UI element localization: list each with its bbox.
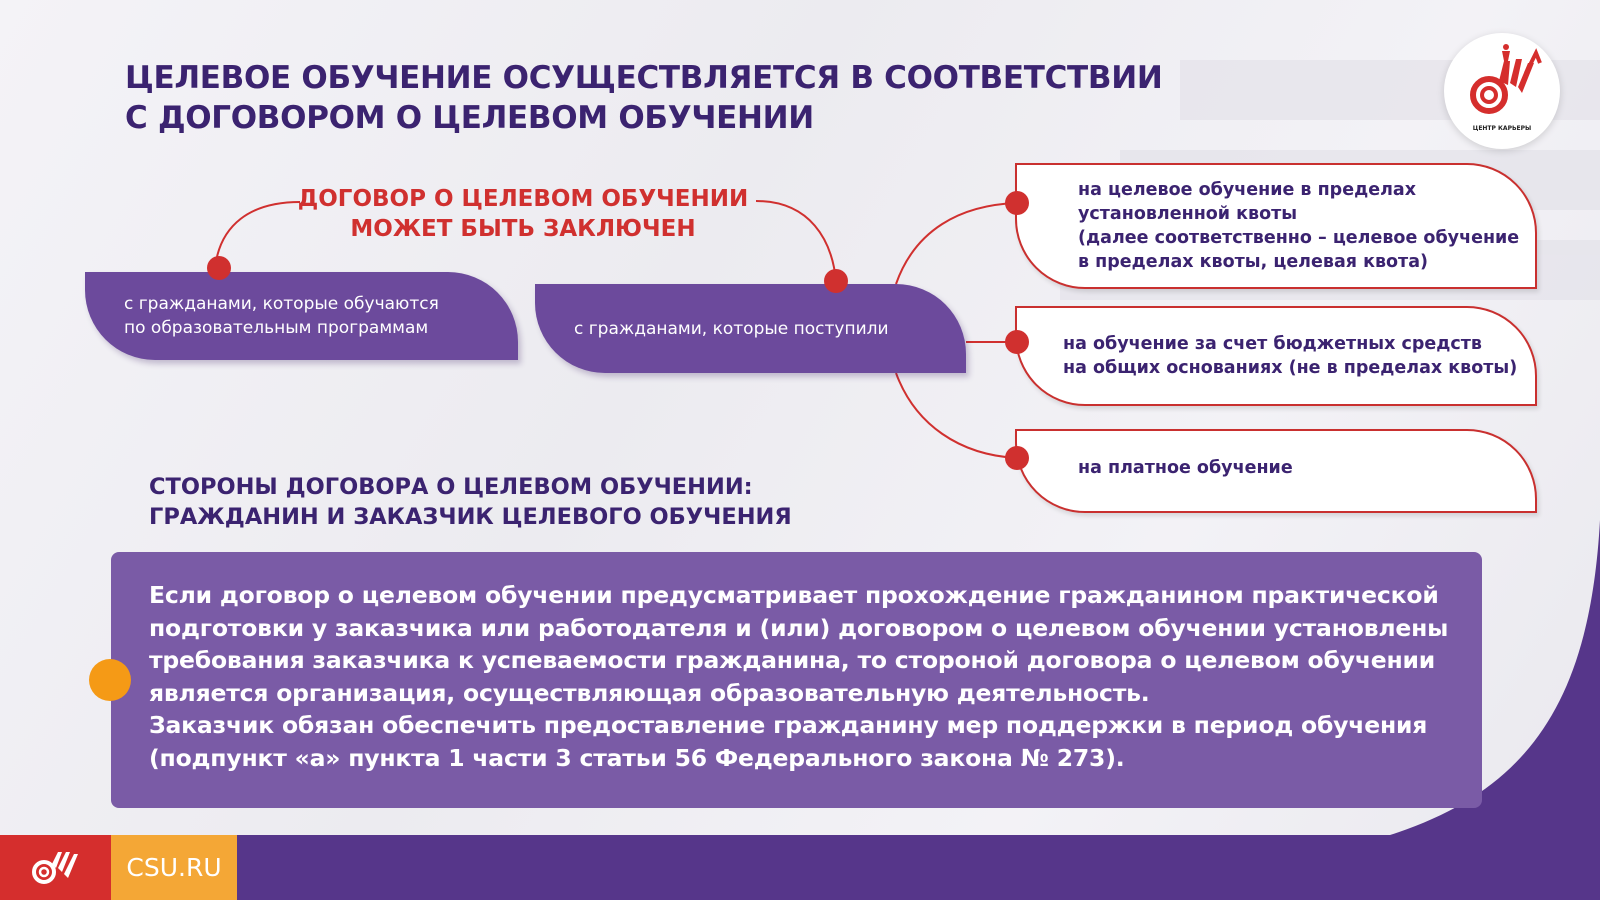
pill-enrolled-citizens: с гражданами, которые поступили bbox=[535, 284, 966, 373]
spiral-logo-icon bbox=[1470, 44, 1542, 114]
footer-logo bbox=[0, 835, 111, 900]
title-line: ЦЕЛЕВОЕ ОБУЧЕНИЕ ОСУЩЕСТВЛЯЕТСЯ В СООТВЕ… bbox=[125, 60, 1163, 96]
heading-line: СТОРОНЫ ДОГОВОРА О ЦЕЛЕВОМ ОБУЧЕНИИ: bbox=[149, 474, 753, 500]
page-title: ЦЕЛЕВОЕ ОБУЧЕНИЕ ОСУЩЕСТВЛЯЕТСЯ В СООТВЕ… bbox=[125, 58, 1163, 138]
option-dot bbox=[1005, 446, 1029, 470]
heading-line: ДОГОВОР О ЦЕЛЕВОМ ОБУЧЕНИИ bbox=[297, 186, 749, 212]
purple-swoosh bbox=[1390, 520, 1600, 835]
option-dot bbox=[1005, 330, 1029, 354]
pill-studying-citizens: с гражданами, которые обучаются по образо… bbox=[85, 272, 518, 360]
note-line: подготовки у заказчика или работодателя … bbox=[149, 613, 1449, 642]
note-line: является организация, осуществляющая обр… bbox=[149, 678, 1150, 707]
note-line: (подпункт «а» пункта 1 части 3 статьи 56… bbox=[149, 743, 1125, 772]
option-line: установленной квоты bbox=[1078, 204, 1298, 224]
connector-option-3 bbox=[895, 372, 1018, 459]
option-line: на обучение за счет бюджетных средств bbox=[1063, 334, 1482, 354]
pill-line: с гражданами, которые поступили bbox=[574, 318, 889, 339]
pill-line: по образовательным программам bbox=[124, 318, 429, 338]
option-paid: на платное обучение bbox=[1015, 429, 1537, 513]
note-line: требования заказчика к успеваемости граж… bbox=[149, 646, 1436, 674]
option-quota: на целевое обучение в пределах установлен… bbox=[1015, 163, 1537, 289]
option-line: на целевое обучение в пределах bbox=[1078, 180, 1416, 200]
note-line: Если договор о целевом обучении предусма… bbox=[149, 581, 1439, 609]
logo-text: ЦЕНТР КАРЬЕРЫ bbox=[1472, 125, 1532, 132]
connector-right bbox=[755, 200, 837, 282]
career-center-logo: ЦЕНТР КАРЬЕРЫ bbox=[1444, 33, 1560, 149]
orange-bullet-icon bbox=[89, 659, 131, 701]
option-budget: на обучение за счет бюджетных средств на … bbox=[1015, 306, 1537, 406]
connector-dot bbox=[207, 256, 231, 280]
connector-left bbox=[214, 201, 301, 269]
connector-option-1 bbox=[895, 202, 1018, 285]
heading-line: ГРАЖДАНИН И ЗАКАЗЧИК ЦЕЛЕВОГО ОБУЧЕНИЯ bbox=[149, 504, 792, 530]
footer: CSU.RU bbox=[0, 835, 1600, 900]
pill-line: с гражданами, которые обучаются bbox=[124, 294, 439, 314]
option-line: (далее соответственно – целевое обучение bbox=[1078, 228, 1520, 248]
university-logo-icon bbox=[31, 851, 78, 884]
site-link[interactable]: CSU.RU bbox=[111, 835, 237, 900]
note-panel: Если договор о целевом обучении предусма… bbox=[111, 552, 1482, 808]
parties-heading: СТОРОНЫ ДОГОВОРА О ЦЕЛЕВОМ ОБУЧЕНИИ: ГРА… bbox=[149, 472, 792, 532]
option-line: на платное обучение bbox=[1078, 458, 1293, 478]
heading-line: МОЖЕТ БЫТЬ ЗАКЛЮЧЕН bbox=[350, 216, 696, 242]
title-line: С ДОГОВОРОМ О ЦЕЛЕВОМ ОБУЧЕНИИ bbox=[125, 100, 814, 136]
contract-heading: ДОГОВОР О ЦЕЛЕВОМ ОБУЧЕНИИ МОЖЕТ БЫТЬ ЗА… bbox=[290, 184, 756, 244]
option-dot bbox=[1005, 191, 1029, 215]
option-line: в пределах квоты, целевая квота) bbox=[1078, 252, 1429, 272]
note-line: Заказчик обязан обеспечить предоставлени… bbox=[149, 711, 1428, 739]
connector-dot bbox=[824, 269, 848, 293]
option-line: на общих основаниях (не в пределах квоты… bbox=[1063, 358, 1518, 378]
